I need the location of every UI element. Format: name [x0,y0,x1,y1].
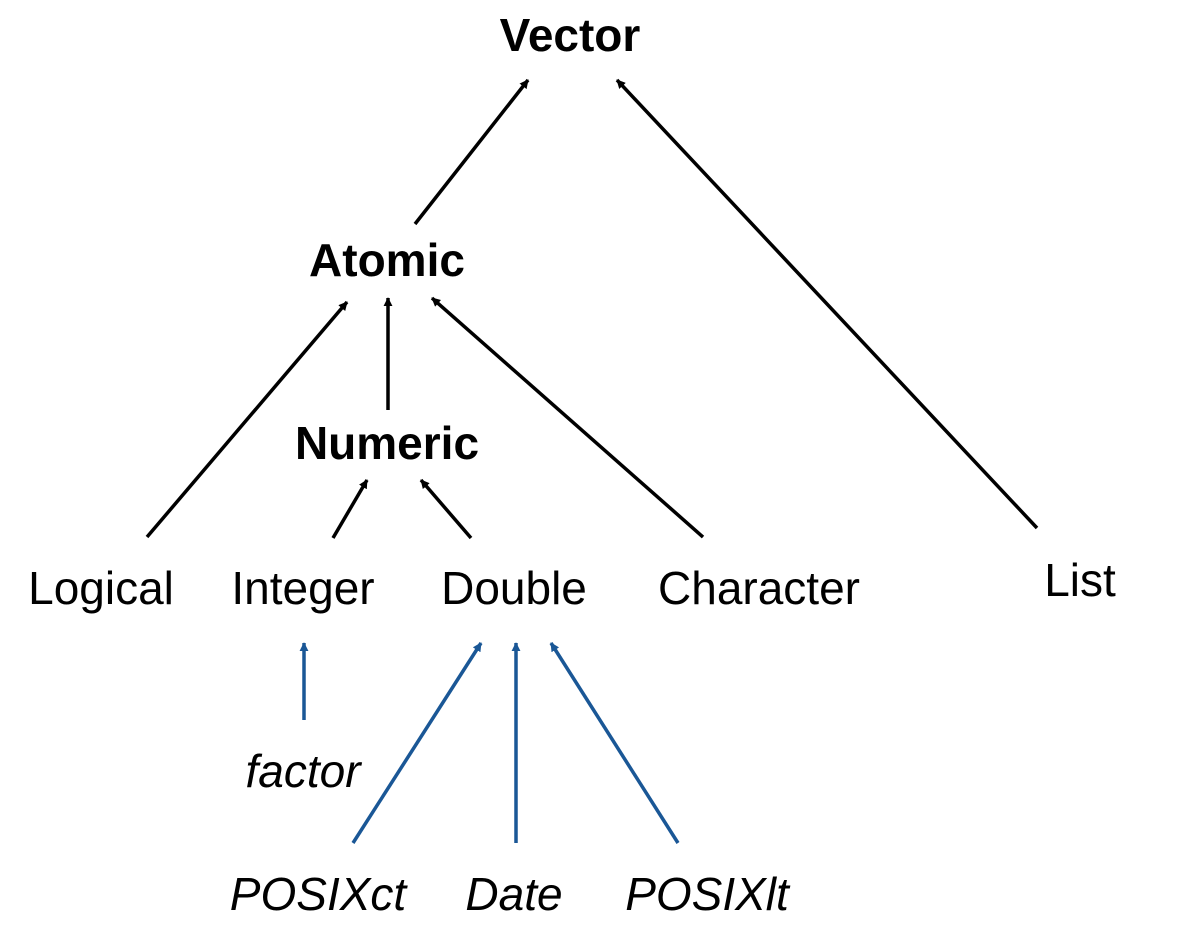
edge-double-to-numeric [419,478,473,540]
node-atomic: Atomic [309,234,465,286]
edge-logical-to-atomic [145,300,349,539]
node-character: Character [658,562,860,614]
edge-list-to-vector [615,78,1039,530]
edges-group [145,78,1039,844]
node-posixct: POSIXct [230,868,409,920]
edge-posixlt-to-double [549,642,680,844]
node-integer: Integer [231,562,374,614]
edge-posixct-to-double [351,642,483,844]
nodes-group: Vector Atomic Numeric Logical Integer Do… [28,9,1116,920]
node-list: List [1044,554,1116,606]
node-posixlt: POSIXlt [625,868,791,920]
node-numeric: Numeric [295,417,479,469]
node-double: Double [441,562,587,614]
node-vector: Vector [500,9,641,61]
node-logical: Logical [28,562,174,614]
edge-atomic-to-vector [413,78,530,226]
edge-character-to-atomic [430,296,705,539]
edge-integer-to-numeric [331,479,369,539]
node-factor: factor [245,745,362,797]
node-date: Date [465,868,562,920]
